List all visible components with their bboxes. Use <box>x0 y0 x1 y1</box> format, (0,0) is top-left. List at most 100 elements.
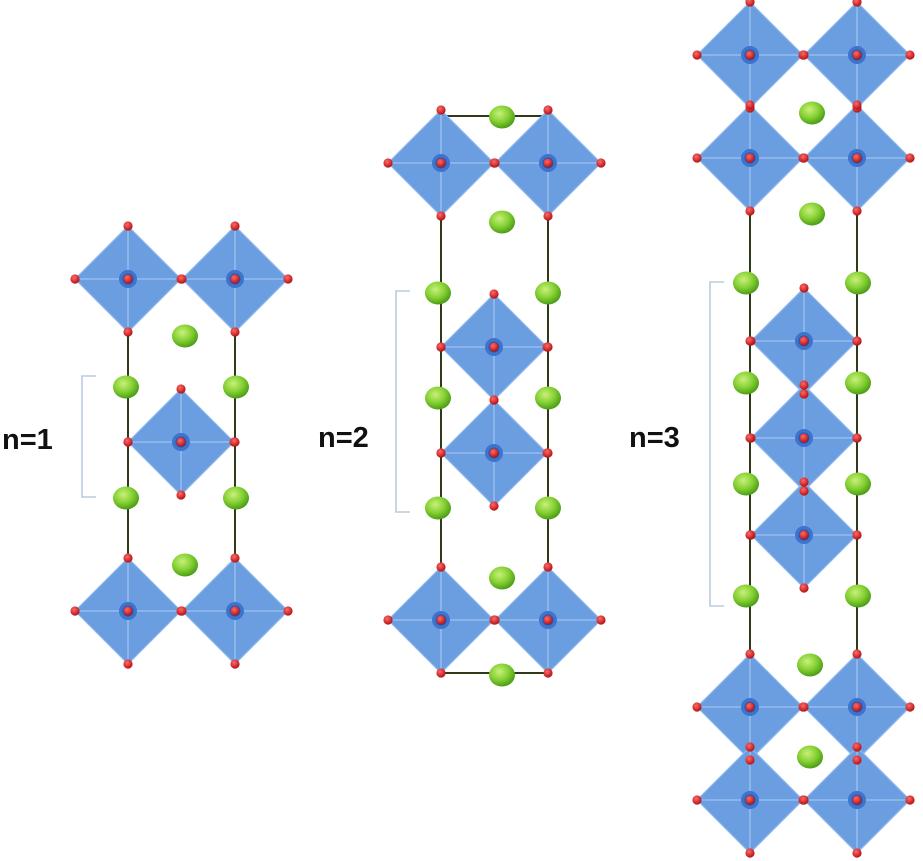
anion-atom <box>436 158 446 168</box>
anion-atom <box>799 380 809 390</box>
structure-label-n1: n=1 <box>2 424 53 456</box>
anion-atom <box>852 100 862 110</box>
anion-atom <box>543 562 553 572</box>
anion-atom <box>123 274 133 284</box>
anion-atom <box>745 336 755 346</box>
anion-atom <box>436 668 446 678</box>
anion-atom <box>596 158 606 168</box>
cation-atom <box>489 105 515 129</box>
anion-atom <box>283 606 293 616</box>
anion-atom <box>70 606 80 616</box>
anion-atom <box>176 437 186 447</box>
anion-atom <box>745 153 755 163</box>
anion-atom <box>436 562 446 572</box>
anion-atom <box>230 327 240 337</box>
cation-atom <box>535 281 561 305</box>
anion-atom <box>799 50 809 60</box>
anion-atom <box>799 283 809 293</box>
anion-atom <box>230 553 240 563</box>
anion-atom <box>177 274 187 284</box>
anion-atom <box>436 211 446 221</box>
cation-atom <box>535 496 561 520</box>
cation-atom <box>425 386 451 410</box>
anion-atom <box>383 158 393 168</box>
anion-atom <box>543 105 553 115</box>
anion-atom <box>799 389 809 399</box>
layer-bracket <box>81 375 96 498</box>
anion-atom <box>436 105 446 115</box>
anion-atom <box>799 795 809 805</box>
cation-atom <box>799 101 825 125</box>
anion-atom <box>230 437 240 447</box>
structure-label-n2: n=2 <box>318 422 369 454</box>
anion-atom <box>176 384 186 394</box>
anion-atom <box>905 50 915 60</box>
anion-atom <box>799 702 809 712</box>
anion-atom <box>436 615 446 625</box>
anion-atom <box>490 158 500 168</box>
anion-atom <box>745 702 755 712</box>
anion-atom <box>596 615 606 625</box>
anion-atom <box>852 649 862 659</box>
anion-atom <box>745 848 755 858</box>
cation-atom <box>797 745 823 769</box>
anion-atom <box>799 530 809 540</box>
cation-atom <box>223 375 249 399</box>
anion-atom <box>852 206 862 216</box>
anion-atom <box>745 755 755 765</box>
anion-atom <box>905 702 915 712</box>
cation-atom <box>489 210 515 234</box>
anion-atom <box>436 342 446 352</box>
cation-atom <box>425 496 451 520</box>
anion-atom <box>489 395 499 405</box>
anion-atom <box>123 221 133 231</box>
anion-atom <box>692 795 702 805</box>
anion-atom <box>745 742 755 752</box>
anion-atom <box>230 606 240 616</box>
layer-bracket <box>395 290 410 513</box>
anion-atom <box>543 158 553 168</box>
cation-atom <box>113 375 139 399</box>
anion-atom <box>692 702 702 712</box>
anion-atom <box>905 795 915 805</box>
anion-atom <box>905 153 915 163</box>
anion-atom <box>489 501 499 511</box>
anion-atom <box>852 0 862 7</box>
anion-atom <box>745 50 755 60</box>
anion-atom <box>745 649 755 659</box>
cation-atom <box>489 566 515 590</box>
anion-atom <box>745 433 755 443</box>
cation-atom <box>113 486 139 510</box>
cation-atom <box>845 271 871 295</box>
anion-atom <box>123 606 133 616</box>
anion-atom <box>230 659 240 669</box>
anion-atom <box>799 477 809 487</box>
anion-atom <box>852 848 862 858</box>
anion-atom <box>852 755 862 765</box>
anion-atom <box>745 100 755 110</box>
cation-atom <box>845 584 871 608</box>
anion-atom <box>123 659 133 669</box>
structure-label-n3: n=3 <box>629 422 680 454</box>
anion-atom <box>176 490 186 500</box>
cation-atom <box>845 472 871 496</box>
anion-atom <box>852 795 862 805</box>
anion-atom <box>692 153 702 163</box>
cation-atom <box>733 371 759 395</box>
anion-atom <box>543 342 553 352</box>
anion-atom <box>436 448 446 458</box>
anion-atom <box>123 437 133 447</box>
anion-atom <box>745 795 755 805</box>
cation-atom <box>223 486 249 510</box>
cation-atom <box>425 281 451 305</box>
cation-atom <box>733 584 759 608</box>
anion-atom <box>852 530 862 540</box>
cation-atom <box>799 202 825 226</box>
anion-atom <box>489 448 499 458</box>
anion-atom <box>489 342 499 352</box>
cation-atom <box>172 553 198 577</box>
cation-atom <box>172 324 198 348</box>
anion-atom <box>230 221 240 231</box>
anion-atom <box>799 153 809 163</box>
